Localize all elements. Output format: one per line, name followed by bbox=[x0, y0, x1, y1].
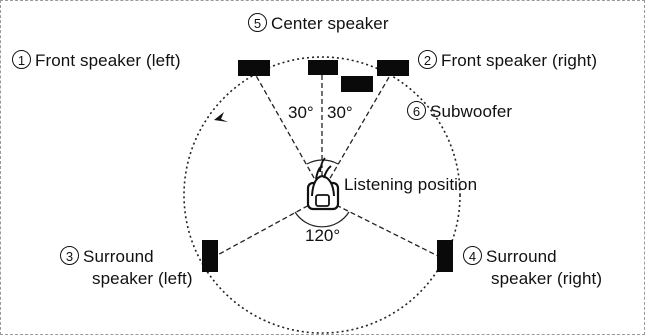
front-left-speaker bbox=[238, 60, 270, 76]
line-surround-right bbox=[321, 197, 443, 259]
angle-arc-rear bbox=[294, 211, 350, 228]
listening-position-label: Listening position bbox=[344, 175, 478, 194]
direction-arrow-icon bbox=[214, 112, 228, 122]
line-front-right bbox=[321, 71, 393, 193]
angle-front-right-label: 30° bbox=[327, 103, 353, 122]
front-right-speaker bbox=[377, 60, 409, 76]
line-front-left bbox=[253, 71, 323, 193]
center-speaker bbox=[308, 60, 338, 75]
angle-rear-label: 120° bbox=[305, 226, 341, 245]
surround-left-speaker bbox=[202, 240, 218, 272]
surround-right-speaker bbox=[437, 240, 453, 272]
number-badge: 3 bbox=[60, 246, 79, 265]
number-badge: 6 bbox=[407, 101, 426, 120]
number-badge: 1 bbox=[12, 50, 31, 69]
angle-front-left-label: 30° bbox=[288, 103, 314, 122]
number-badge: 2 bbox=[418, 50, 437, 69]
number-badge: 5 bbox=[248, 13, 267, 32]
number-badge: 4 bbox=[463, 246, 482, 265]
line-surround-left bbox=[211, 197, 323, 259]
placement-circle bbox=[183, 56, 461, 334]
listener-icon bbox=[306, 157, 340, 211]
subwoofer-speaker bbox=[341, 76, 373, 92]
